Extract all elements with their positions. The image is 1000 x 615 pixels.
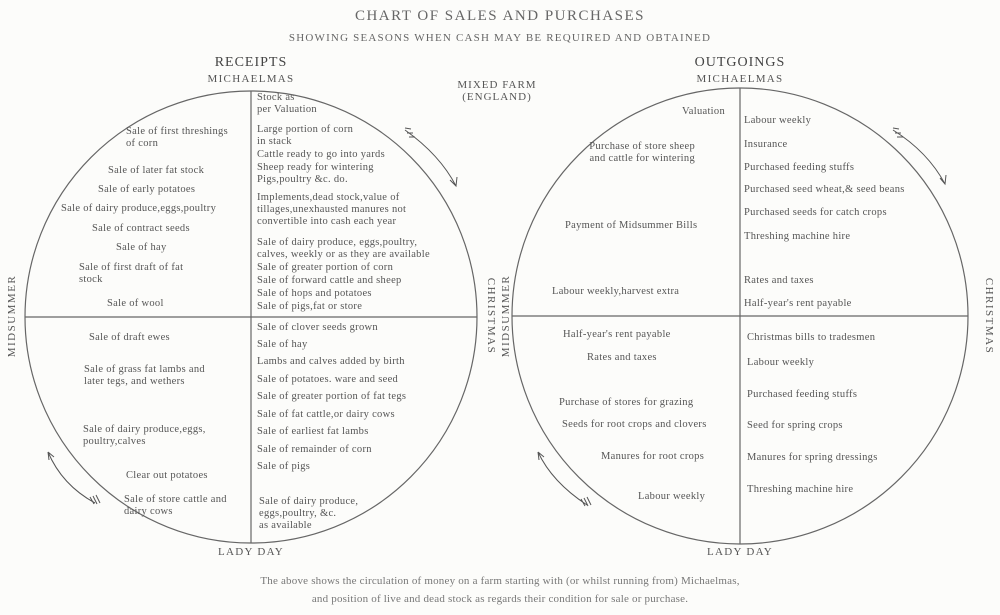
receipts-michaelmas-label: MICHAELMAS xyxy=(207,73,295,85)
receipts-upper-right-item: Sale of dairy produce, eggs,poultry, cal… xyxy=(257,237,430,260)
receipts-upper-left-item: Sale of first threshings of corn xyxy=(126,126,228,149)
receipts-upper-left-item: Sale of first draft of fat stock xyxy=(79,262,184,285)
receipts-upper-right-item: Large portion of corn in stack xyxy=(257,124,354,147)
mixed-farm-label: MIXED FARM (ENGLAND) xyxy=(457,79,537,103)
outgoings-lower-right-item: Manures for spring dressings xyxy=(747,452,878,463)
receipts-upper-right-item: Sale of forward cattle and sheep xyxy=(257,275,402,286)
outgoings-upper-left-item: Payment of Midsummer Bills xyxy=(565,220,698,231)
receipts-upper-right-item: Implements,dead stock,value of tillages,… xyxy=(257,192,407,227)
outgoings-upper-right-item: Rates and taxes xyxy=(744,275,814,286)
outgoings-michaelmas-label: MICHAELMAS xyxy=(696,73,784,85)
receipts-upper-right-item: Stock as per Valuation xyxy=(257,92,317,115)
outgoings-lower-right-item: Labour weekly xyxy=(747,357,815,368)
receipts-upper-left-item: Sale of hay xyxy=(116,242,167,253)
clockwise-arrow-icon xyxy=(47,451,101,505)
receipts-lower-right-item: Sale of hay xyxy=(257,339,308,350)
receipts-lower-left-item: Sale of draft ewes xyxy=(89,332,170,343)
outgoings-upper-left-item: Purchase of store sheep and cattle for w… xyxy=(589,141,695,164)
footer-line-2: and position of live and dead stock as r… xyxy=(311,593,689,605)
outgoings-lower-left-item: Purchase of stores for grazing xyxy=(559,397,694,408)
outgoings-upper-right-item: Labour weekly xyxy=(744,115,812,126)
receipts-lower-left-item: Sale of store cattle and dairy cows xyxy=(124,494,227,517)
outgoings-heading: OUTGOINGS xyxy=(694,55,786,70)
receipts-upper-right-item: Sale of greater portion of corn xyxy=(257,262,394,273)
receipts-lower-left-item: Sale of dairy produce,eggs, poultry,calv… xyxy=(83,424,206,447)
outgoings-lower-right-item: Christmas bills to tradesmen xyxy=(747,332,876,343)
outgoings-upper-left-item: Labour weekly,harvest extra xyxy=(552,286,680,297)
receipts-lower-right-item: Lambs and calves added by birth xyxy=(257,356,405,367)
outgoings-lady-day-label: LADY DAY xyxy=(706,546,774,558)
receipts-lower-right-item: Sale of pigs xyxy=(257,461,311,472)
outgoings-upper-right-item: Purchased seed wheat,& seed beans xyxy=(744,184,905,195)
receipts-lower-right-item: Sale of clover seeds grown xyxy=(257,322,378,333)
outgoings-upper-right-item: Half-year's rent payable xyxy=(744,298,852,309)
receipts-lower-right-item: Sale of dairy produce, eggs,poultry, &c.… xyxy=(259,496,359,531)
outgoings-upper-right-item: Insurance xyxy=(744,139,788,150)
outgoings-upper-right-item: Purchased seeds for catch crops xyxy=(744,207,887,218)
receipts-lower-right-item: Sale of earliest fat lambs xyxy=(257,426,369,437)
outgoings-lower-left-item: Seeds for root crops and clovers xyxy=(562,419,707,430)
receipts-lower-right-item: Sale of potatoes. ware and seed xyxy=(257,374,399,385)
receipts-upper-left-item: Sale of early potatoes xyxy=(98,184,196,195)
outgoings-lower-left-item: Labour weekly xyxy=(638,491,706,502)
chart-subtitle: SHOWING SEASONS WHEN CASH MAY BE REQUIRE… xyxy=(288,32,712,44)
receipts-upper-right-item: Sale of pigs,fat or store xyxy=(257,301,363,312)
outgoings-upper-right-item: Purchased feeding stuffs xyxy=(744,162,855,173)
chart-title: CHART OF SALES AND PURCHASES xyxy=(354,8,646,24)
outgoings-upper-right-item: Threshing machine hire xyxy=(744,231,851,242)
receipts-lady-day-label: LADY DAY xyxy=(217,546,285,558)
outgoings-lower-left-item: Rates and taxes xyxy=(587,352,657,363)
receipts-lower-right-item: Sale of remainder of corn xyxy=(257,444,372,455)
outgoings-lower-left-item: Manures for root crops xyxy=(601,451,705,462)
outgoings-lower-right-item: Threshing machine hire xyxy=(747,484,854,495)
footer-line-1: The above shows the circulation of money… xyxy=(260,575,740,587)
receipts-lower-right-item: Sale of greater portion of fat tegs xyxy=(257,391,407,402)
receipts-upper-right-item: Sheep ready for wintering xyxy=(257,162,374,173)
receipts-upper-left-item: Sale of contract seeds xyxy=(92,223,190,234)
receipts-heading: RECEIPTS xyxy=(214,55,288,70)
clockwise-arrow-icon xyxy=(892,127,947,186)
receipts-lower-right-item: Sale of fat cattle,or dairy cows xyxy=(257,409,395,420)
receipts-upper-right-item: Pigs,poultry &c. do. xyxy=(257,174,348,185)
clockwise-arrow-icon xyxy=(404,127,458,188)
outgoings-lower-right-item: Purchased feeding stuffs xyxy=(747,389,858,400)
receipts-upper-left-item: Sale of wool xyxy=(107,298,164,309)
receipts-upper-left-item: Sale of later fat stock xyxy=(108,165,205,176)
receipts-upper-left-item: Sale of dairy produce,eggs,poultry xyxy=(61,203,217,214)
receipts-lower-left-item: Sale of grass fat lambs and later tegs, … xyxy=(84,364,205,387)
clockwise-arrow-icon xyxy=(537,451,592,507)
outgoings-lower-right-item: Seed for spring crops xyxy=(747,420,843,431)
outgoings-upper-left-item: Valuation xyxy=(682,106,725,117)
receipts-lower-left-item: Clear out potatoes xyxy=(126,470,208,481)
receipts-upper-right-item: Sale of hops and potatoes xyxy=(257,288,372,299)
outgoings-lower-left-item: Half-year's rent payable xyxy=(563,329,671,340)
receipts-upper-right-item: Cattle ready to go into yards xyxy=(257,149,385,160)
